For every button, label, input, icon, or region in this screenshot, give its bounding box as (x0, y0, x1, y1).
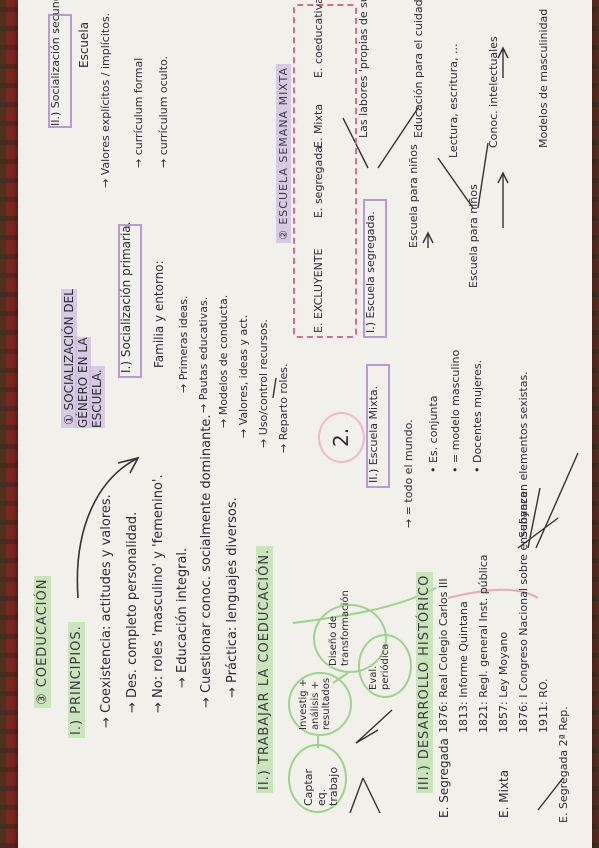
secundaria-item: → currículum oculto. (157, 55, 170, 168)
segregada-target: Educación para el cuidado doméstico (412, 0, 425, 138)
semana-step: E. coeducativa (312, 0, 325, 78)
primaria-item: → Valores, ideas y act. (237, 314, 250, 438)
rotated-notes: ③ COEDUCACIÓN I.) PRINCIPIOS. → Coexiste… (18, 0, 592, 848)
principio-item: → Práctica: lenguajes diversos. (225, 497, 240, 698)
primaria-item: → Reparto roles. (277, 363, 290, 453)
e-segregada-label: E. Segregada (437, 738, 451, 818)
node-captar: Captar eq. trabajo (302, 766, 341, 806)
e-mixta-label: E. Mixta (497, 769, 511, 818)
primaria-heading: I.) Socialización primaria. (119, 221, 133, 373)
segregada-target: Conoc. intelectuales (487, 36, 500, 148)
section-number: 2. (318, 411, 365, 463)
notes-sheet: ③ COEDUCACIÓN I.) PRINCIPIOS. → Coexiste… (18, 0, 592, 848)
principio-item: → Coexistencia: actitudes y valores. (99, 494, 114, 728)
connector-lines (76, 46, 579, 814)
primaria-item: → Pautas educativas. (197, 296, 210, 413)
node-investig: Investig + análisis + resultados (298, 677, 332, 730)
mixta-item: • = modelo masculino (449, 349, 462, 473)
primaria-intro: Familia y entorno: (152, 260, 166, 368)
segregada-target: Las labores 'propias de su sexo' (357, 0, 370, 138)
segregada-target: Modelos de masculinidad (537, 8, 550, 148)
segregada-target: Lectura, escritura, ... (447, 43, 460, 158)
desarrollo-heading: III.) DESARROLLO HISTÓRICO (416, 571, 433, 793)
mixta-item: → = todo el mundo. (402, 419, 415, 528)
semana-step: E. segregada (312, 146, 325, 218)
socializacion-heading: ① SOCIALIZACIÓN DEL GÉNERO EN LA ESCUELA… (61, 289, 105, 428)
segregada-ninos: Escuela para niños (407, 144, 420, 248)
event-item: 1821: Regl. general Inst. pública (477, 554, 490, 733)
semana-step: E. EXCLUYENTE (312, 248, 325, 333)
primaria-item: → Uso/control recursos. (257, 319, 270, 448)
event-item: 1911: RO. (537, 678, 550, 733)
event-item: 1813: Informe Quintana (457, 601, 470, 733)
trabajar-heading: II.) TRABAJAR LA COEDUCACIÓN. (256, 545, 273, 793)
principio-item: → Educación integral. (175, 547, 190, 688)
mixta-bottom: Subyacen elementos sexistas. (517, 371, 530, 538)
e-segregada2-label: E. Segregada 2ª Rep. (557, 706, 570, 823)
principios-heading: I.) PRINCIPIOS. (68, 622, 85, 738)
secundaria-item: → Valores explícitos / implícitos. (99, 12, 112, 188)
secundaria-item: → currículum formal (132, 57, 145, 168)
principio-item: → No: roles 'masculino' y 'femenino'. (151, 474, 166, 713)
primaria-item: → Modelos de conducta. (217, 294, 230, 428)
semana-heading: ② ESCUELA SEMANA MIXTA (276, 63, 291, 243)
event-item: 1857: Ley Moyano (497, 631, 510, 733)
principio-item: → Cuestionar conoc. socialmente dominant… (199, 414, 214, 708)
semana-step: E. Mixta (312, 103, 325, 148)
principio-item: → Des. completo personalidad. (125, 511, 140, 713)
node-eval: Eval. periódica (368, 643, 391, 690)
primaria-item: → Primeras ideas. (177, 295, 190, 393)
segregada-ninos2: Escuela para niños (467, 184, 480, 288)
event-item: 1876: Real Colegio Carlos III (437, 578, 450, 733)
secundaria-heading: II.) Socialización secundaria (49, 0, 62, 126)
page-title: ③ COEDUCACIÓN (34, 575, 51, 708)
secundaria-sub: Escuela (77, 21, 91, 68)
mixta-item: • Docentes mujeres. (471, 359, 484, 473)
mixta-heading: II.) Escuela Mixta. (367, 385, 380, 483)
node-diseno: Diseño de transformación (328, 590, 351, 666)
mixta-item: • Es. conjunta (427, 395, 440, 473)
segregada-heading: I.) Escuela segregada. (364, 211, 377, 333)
